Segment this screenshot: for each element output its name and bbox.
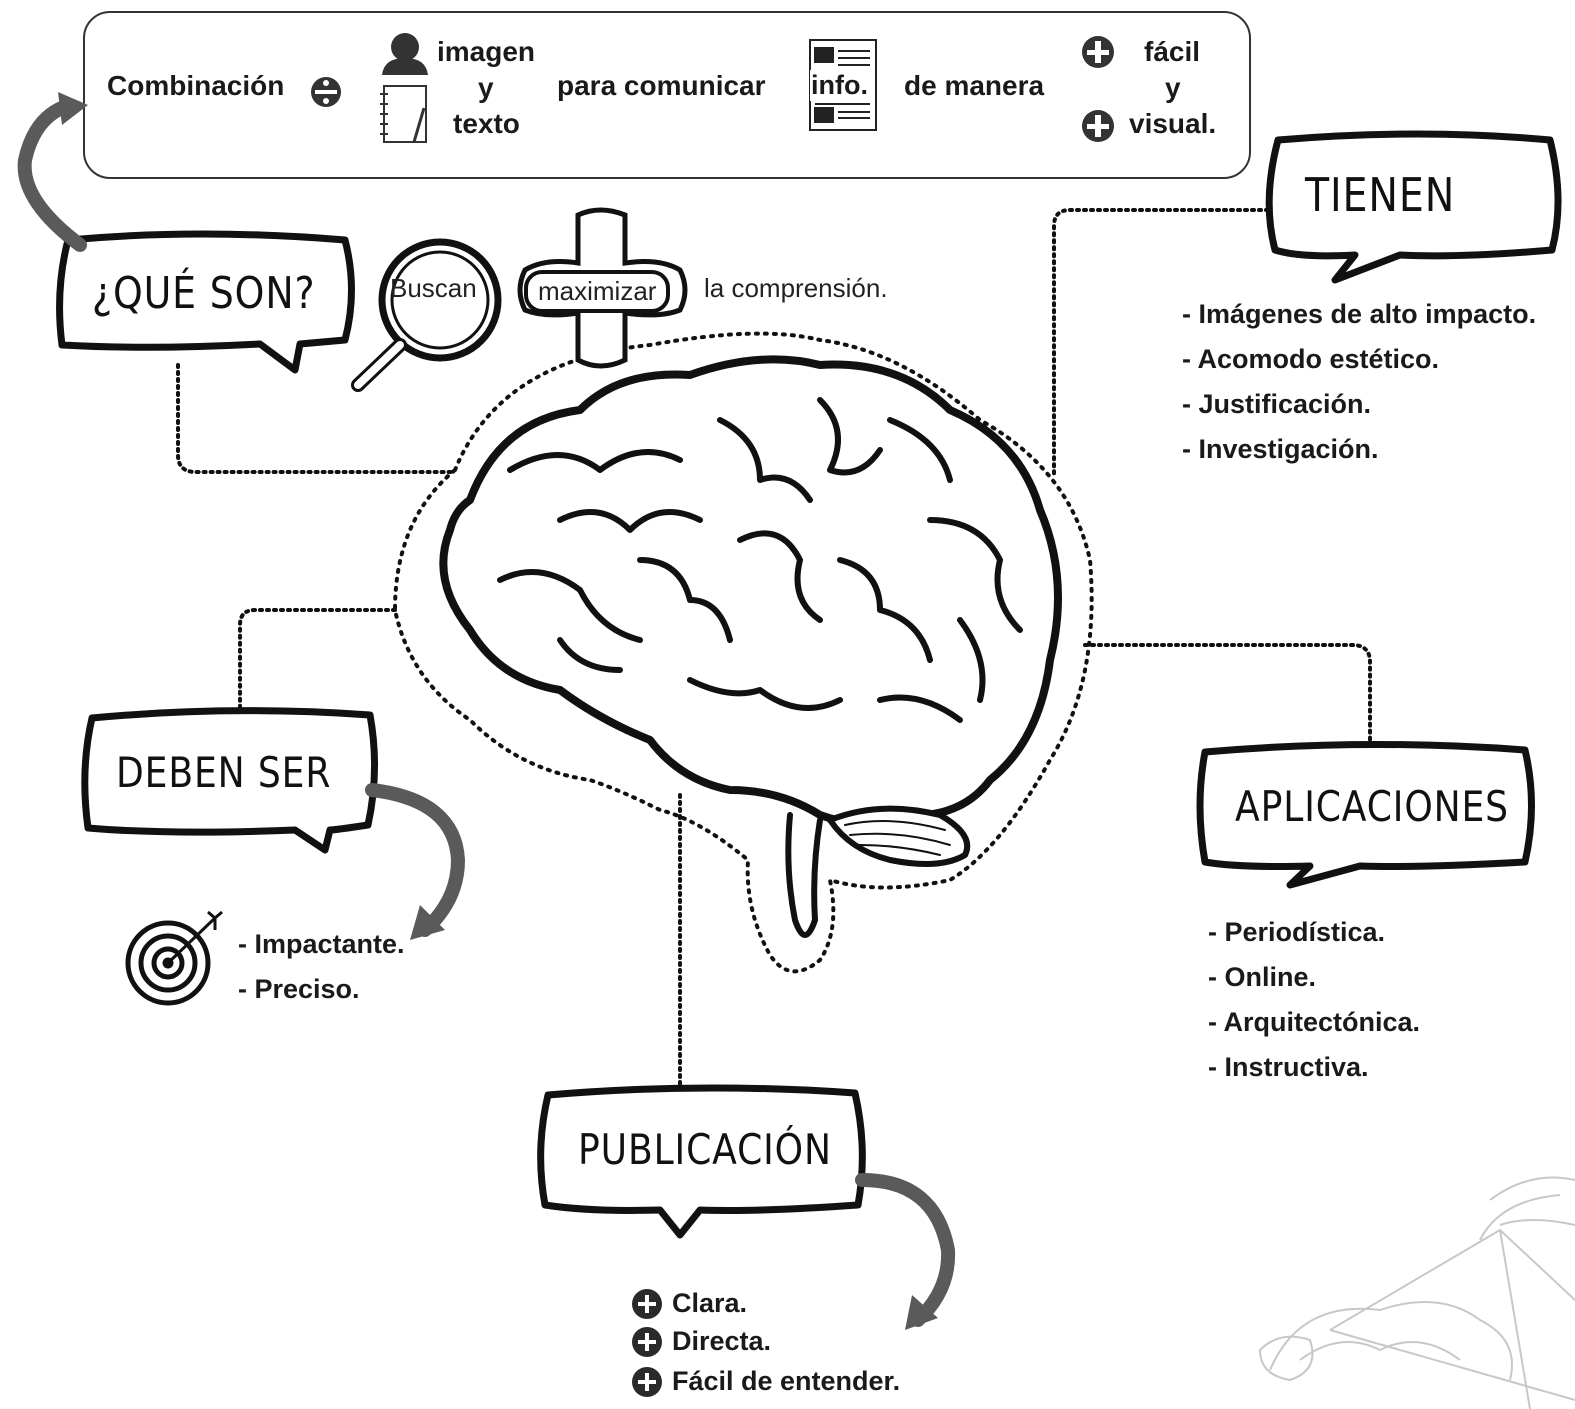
plus-circle-icon <box>632 1366 662 1397</box>
list-item-label: Fácil de entender. <box>672 1366 901 1396</box>
brain-icon <box>439 355 1062 938</box>
list-item: - Periodística. <box>1208 917 1386 947</box>
title-que-son: ¿QUÉ SON? <box>92 268 316 319</box>
bubble-aplicaciones <box>1196 740 1535 889</box>
definition-word-facil: fácil <box>1144 36 1201 67</box>
definition-word-y1: y <box>478 72 494 103</box>
list-tienen: - Imágenes de alto impacto. - Acomodo es… <box>1182 292 1536 472</box>
connector-aplicaciones <box>1083 643 1372 747</box>
notebook-icon <box>380 85 427 143</box>
bubble-deben-ser <box>81 707 379 854</box>
definition-word-info: info. <box>810 70 869 101</box>
list-item: - Instructiva. <box>1208 1052 1369 1082</box>
list-item: Fácil de entender. <box>632 1366 900 1397</box>
bubble-que-son <box>56 230 355 374</box>
list-item: - Investigación. <box>1182 434 1379 464</box>
bubble-tienen <box>1265 130 1562 284</box>
title-aplicaciones: APLICACIONES <box>1235 782 1509 831</box>
list-item: - Acomodo estético. <box>1182 344 1440 374</box>
definition-word-texto: texto <box>453 108 520 139</box>
definition-word-de-manera: de manera <box>904 70 1045 101</box>
person-icon <box>382 33 428 75</box>
word-buscan: Buscan <box>390 273 477 303</box>
dotted-connectors <box>176 208 1372 1087</box>
word-maximizar: maximizar <box>524 270 671 313</box>
connector-deben-ser <box>238 608 397 717</box>
title-publicacion: PUBLICACIÓN <box>578 1125 832 1174</box>
title-tienen: TIENEN <box>1305 168 1456 222</box>
connector-tienen <box>1052 208 1270 477</box>
list-aplicaciones: - Periodística. - Online. - Arquitectóni… <box>1208 910 1420 1090</box>
word-comprension: la comprensión. <box>704 273 888 303</box>
arrow-que-son-to-definition <box>17 98 87 252</box>
list-item: Clara. <box>632 1288 747 1319</box>
definition-box <box>83 11 1251 179</box>
bubble-publicacion <box>537 1084 866 1239</box>
definition-word-y2: y <box>1165 72 1181 103</box>
definition-word-para-comunicar: para comunicar <box>557 70 766 101</box>
magnifier-icon <box>351 238 502 392</box>
divide-icon <box>311 77 341 107</box>
connector-que-son <box>176 363 457 474</box>
curved-arrow-icon <box>17 98 956 1327</box>
list-item: - Preciso. <box>238 974 360 1004</box>
list-item: - Impactante. <box>238 929 405 959</box>
plus-circle-icon <box>632 1288 662 1319</box>
list-item: - Imágenes de alto impacto. <box>1182 299 1537 329</box>
arrow-deben-ser <box>365 783 466 937</box>
list-item-label: Clara. <box>672 1288 748 1318</box>
definition-word-combinacion: Combinación <box>107 70 285 101</box>
brain-dotted-outline <box>392 331 1094 974</box>
title-deben-ser: DEBEN SER <box>116 748 332 797</box>
arrow-heads <box>58 92 938 1330</box>
list-item: Directa. <box>632 1326 771 1357</box>
definition-word-imagen: imagen <box>437 36 536 67</box>
arrow-publicacion <box>855 1173 956 1327</box>
target-icon <box>125 910 223 1006</box>
list-item: - Justificación. <box>1182 389 1372 419</box>
list-item-label: Directa. <box>672 1326 772 1356</box>
list-item: - Arquitectónica. <box>1208 1007 1421 1037</box>
plus-circle-icon <box>632 1326 662 1357</box>
brain-watermark-icon <box>1258 1176 1575 1409</box>
plus-circle-icon <box>1082 36 1114 142</box>
definition-word-visual: visual. <box>1129 108 1217 139</box>
list-item: - Online. <box>1208 962 1316 992</box>
list-deben-ser: - Impactante. - Preciso. <box>238 922 405 1012</box>
